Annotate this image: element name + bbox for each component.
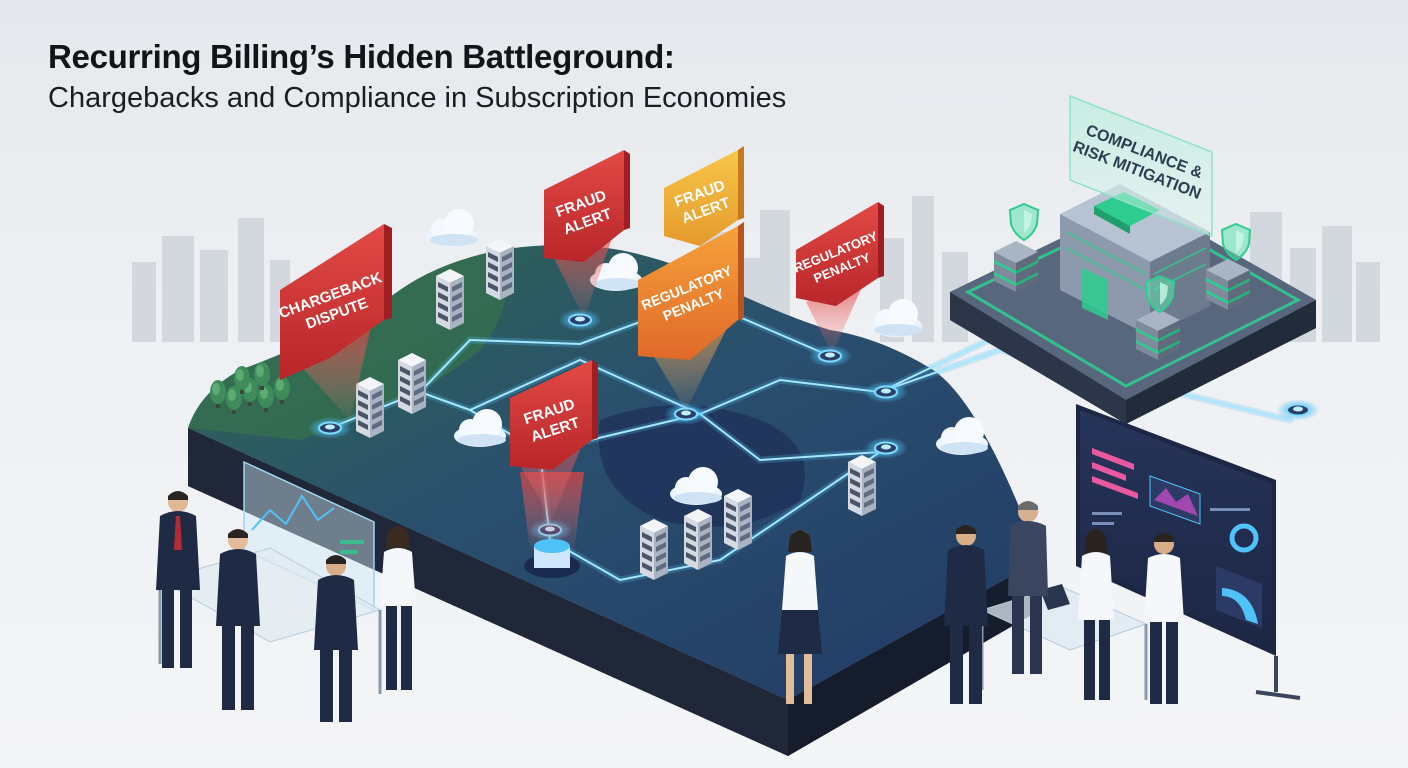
alert-pin-fraud-orange[interactable]: FRAUD ALERT — [664, 146, 744, 246]
compliance-risk-mitigation-hub: COMPLIANCE & RISK MITIGATION — [950, 94, 1316, 424]
server-stack-icon — [398, 353, 426, 414]
server-stack-icon — [436, 269, 464, 330]
server-stack-icon — [684, 509, 712, 570]
person — [1078, 529, 1114, 700]
server-stack-icon — [356, 377, 384, 438]
dashboard-screen-icon — [1076, 404, 1301, 700]
alert-pin-fraud-center[interactable]: FRAUD ALERT — [510, 360, 598, 520]
person — [1144, 533, 1184, 704]
server-stack-icon — [486, 239, 514, 300]
server-stack-icon — [640, 519, 668, 580]
alert-pin-icon — [796, 202, 878, 306]
network-node — [863, 436, 909, 460]
network-node — [863, 380, 909, 404]
cloud-icon — [426, 209, 478, 247]
alert-pin-icon — [664, 150, 738, 246]
cloud-icon — [870, 299, 922, 337]
alert-pin-icon — [638, 226, 738, 360]
shield-icon — [1009, 203, 1039, 241]
network-node — [1275, 398, 1321, 422]
person — [216, 529, 260, 710]
person — [156, 491, 200, 668]
page-title: Recurring Billing’s Hidden Battleground: — [48, 38, 675, 75]
network-node — [557, 308, 603, 332]
page-subtitle: Chargebacks and Compliance in Subscripti… — [48, 82, 787, 114]
person — [314, 555, 358, 722]
person — [380, 526, 416, 690]
person-center — [778, 530, 822, 704]
server-stack-icon — [724, 489, 752, 550]
server-stack-icon — [848, 455, 876, 516]
alert-pin-icon — [510, 360, 592, 470]
compliance-sign — [1069, 94, 1213, 238]
person — [944, 525, 988, 704]
network-node — [307, 416, 353, 440]
team-right — [944, 501, 1184, 704]
person — [1008, 501, 1048, 674]
alert-pin-regulatory-right[interactable]: REGULATORY PENALTY — [791, 202, 886, 354]
alert-pin-fraud-top[interactable]: FRAUD ALERT — [544, 150, 630, 318]
alert-pin-icon — [544, 150, 624, 262]
team-left — [156, 491, 416, 722]
alert-pin-icon — [280, 224, 384, 380]
